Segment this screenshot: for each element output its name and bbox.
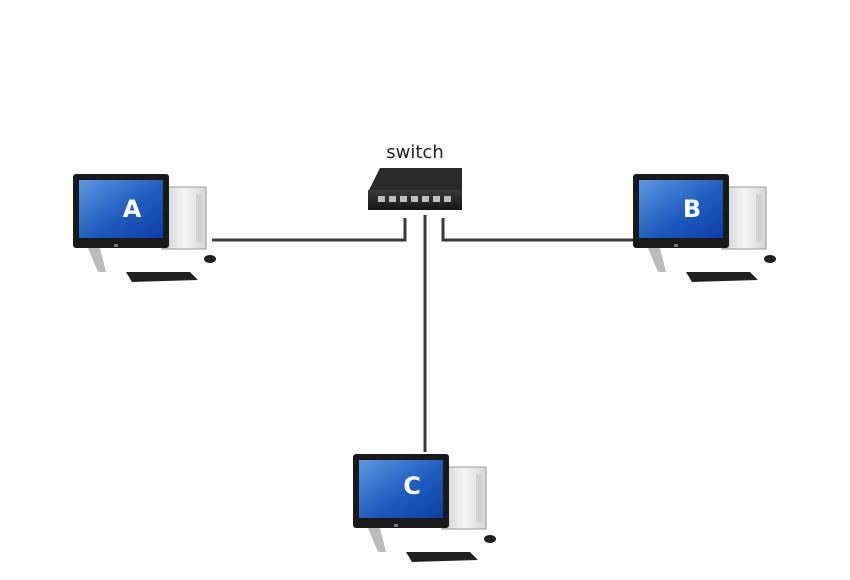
desktop-computer-icon: [73, 174, 216, 282]
network-switch: switch: [368, 142, 462, 210]
desktop-computer-icon: [353, 454, 496, 562]
desktop-computer-icon: [633, 174, 776, 282]
computer-a-label: A: [123, 195, 142, 223]
computer-b-label: B: [683, 195, 701, 223]
computer-c: C: [353, 454, 496, 562]
computer-b: B: [633, 174, 776, 282]
computer-c-label: C: [403, 472, 421, 500]
cable-switch-to-a: [212, 218, 407, 242]
network-cables: [212, 215, 642, 452]
switch-label: switch: [386, 142, 443, 163]
computer-a: A: [73, 174, 216, 282]
switch-icon: [368, 168, 462, 210]
cable-switch-to-b: [441, 218, 642, 242]
